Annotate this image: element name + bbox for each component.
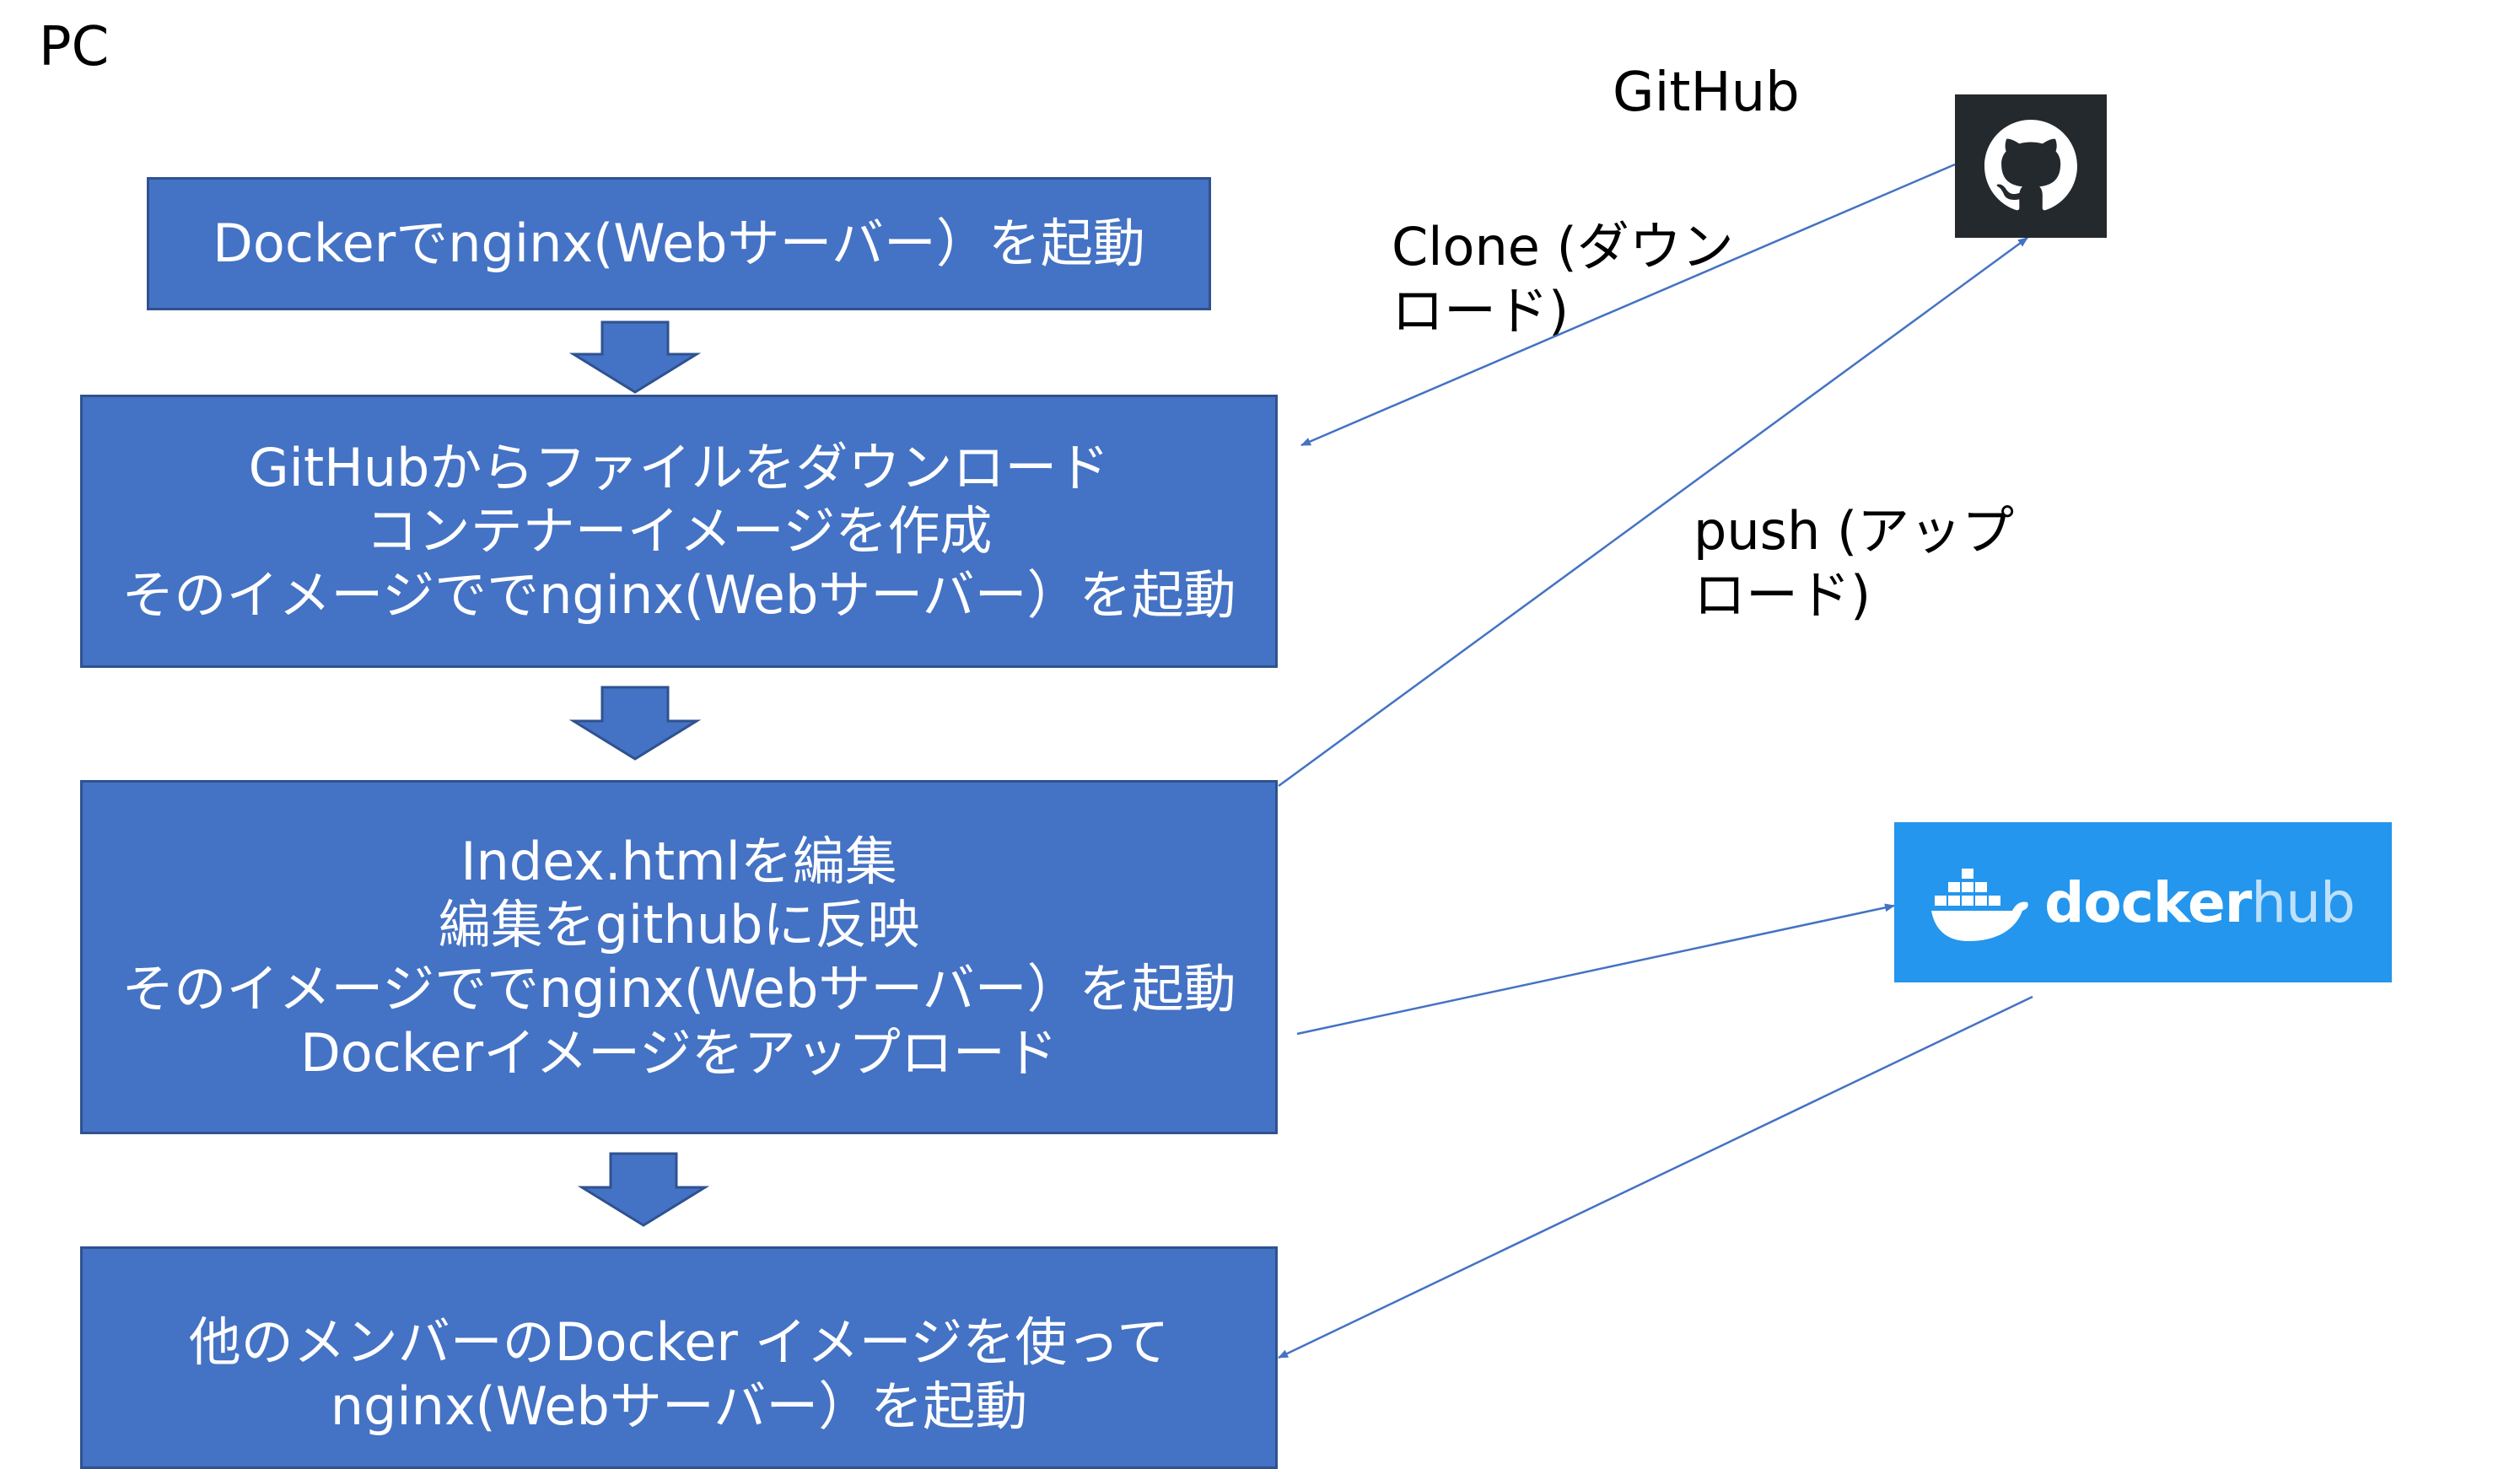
push-label-line1: push (アップ [1693,500,2015,562]
step-3-line-1: Index.htmlを編集 [460,830,897,892]
push-label: push (アップ ロード) [1693,499,2014,627]
down-arrow-2 [568,686,702,761]
clone-label-line2: ロード) [1392,279,1570,342]
dockerhub-wordmark: dockerhub [2044,869,2356,935]
step-3-line-2: 編集をgithubに反映 [438,894,920,956]
push-connector [1278,236,2028,788]
dockerhub-logo: dockerhub [1894,822,2392,982]
clone-connector [1300,163,1956,447]
pull-connector [1278,995,2033,1359]
push-label-line2: ロード) [1693,563,1871,626]
github-label: GitHub [1613,62,1800,124]
step-1-line-1: Dockerでnginx(Webサーバー）を起動 [213,213,1145,275]
clone-label: Clone (ダウン ロード) [1392,215,1734,342]
docker-whale-icon [1931,869,2028,941]
upload-connector [1296,903,1895,1036]
down-arrow-3 [577,1152,710,1227]
step-2-line-2: コンテナーイメージを作成 [365,500,993,562]
step-2-line-3: そのイメージででnginx(Webサーバー）を起動 [121,563,1236,626]
step-box-2: GitHubからファイルをダウンロード コンテナーイメージを作成 そのイメージで… [80,395,1278,668]
dockerhub-word-docker: docker [2044,869,2252,935]
step-box-3: Index.htmlを編集 編集をgithubに反映 そのイメージででnginx… [80,780,1278,1134]
step-2-line-1: GitHubからファイルをダウンロード [248,436,1110,498]
github-logo [1955,94,2107,238]
clone-label-line1: Clone (ダウン [1392,216,1734,277]
down-arrow-1 [568,320,702,394]
step-4-line-1: 他のメンバーのDocker イメージを使って [188,1311,1170,1374]
step-box-4: 他のメンバーのDocker イメージを使って nginx(Webサーバー）を起動 [80,1246,1278,1469]
github-octocat-icon [1984,120,2077,211]
step-box-1: Dockerでnginx(Webサーバー）を起動 [147,177,1211,310]
pc-label: PC [39,16,110,78]
step-3-line-3: そのイメージででnginx(Webサーバー）を起動 [121,958,1236,1020]
dockerhub-word-hub: hub [2251,869,2356,935]
step-4-line-2: nginx(Webサーバー）を起動 [330,1375,1028,1437]
step-3-line-4: Dockerイメージをアップロード [300,1021,1058,1084]
